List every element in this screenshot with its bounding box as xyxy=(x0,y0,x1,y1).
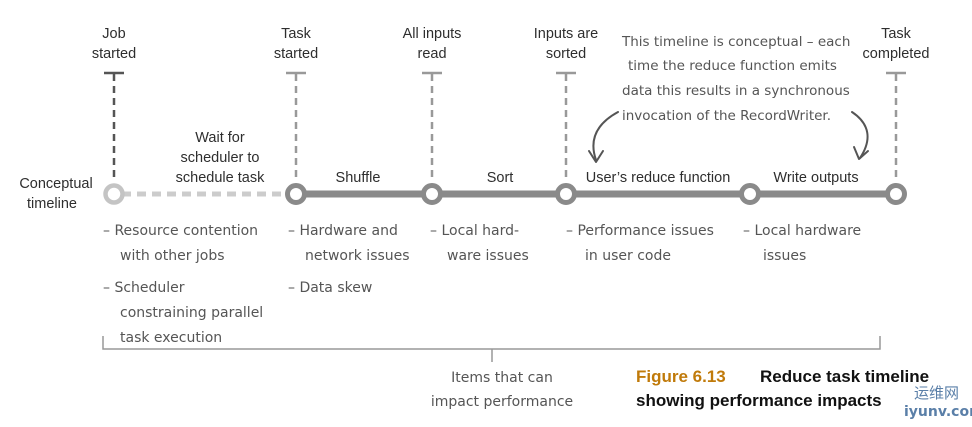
node-inputs-sorted xyxy=(555,183,577,205)
arrow-to-write xyxy=(851,111,869,160)
caption-figure-number: Figure 6.13 xyxy=(636,367,726,386)
milestone-task-completed-line1: Task xyxy=(881,26,912,42)
milestone-job-started-line1: Job xyxy=(102,26,125,42)
issue-local-hardware-write-line1: – Local hardware xyxy=(743,223,861,239)
segment-labels: Wait for scheduler to schedule task Shuf… xyxy=(176,130,859,186)
node-task-started xyxy=(285,183,307,205)
issue-local-hardware-write-line2: issues xyxy=(763,248,806,264)
issue-user-code-line2: in user code xyxy=(585,248,671,264)
tick-inputs-read xyxy=(422,71,442,180)
segment-wait-line1: Wait for xyxy=(195,130,245,146)
issue-hardware-network-line1: – Hardware and xyxy=(288,223,398,239)
issue-scheduler-line3: task execution xyxy=(120,330,222,346)
node-task-completed xyxy=(885,183,907,205)
issues-sort: – Local hard- ware issues xyxy=(430,223,529,264)
segment-reduce: User’s reduce function xyxy=(586,170,731,186)
issue-local-hardware-sort-line2: ware issues xyxy=(447,248,529,264)
timeline-label-line2: timeline xyxy=(27,196,77,212)
annotation-arrows xyxy=(588,111,869,163)
watermark-cn: 运维网 xyxy=(914,384,959,402)
issues-scheduling: – Resource contention with other jobs – … xyxy=(103,223,263,346)
issue-scheduler-line2: constraining parallel xyxy=(120,305,263,321)
milestone-job-started-line2: started xyxy=(92,46,136,62)
segment-write: Write outputs xyxy=(773,170,858,186)
tick-task-completed xyxy=(886,71,906,180)
issue-local-hardware-sort-line1: – Local hard- xyxy=(430,223,519,239)
timeline-label-line1: Conceptual xyxy=(19,176,92,192)
watermark: 运维网 iyunv.com xyxy=(904,384,972,420)
annotation-line3: data this results in a synchronous xyxy=(622,83,850,99)
milestone-labels: Job started Task started All inputs read… xyxy=(92,26,930,62)
issue-resource-contention-line1: – Resource contention xyxy=(103,223,258,239)
issue-resource-contention-line2: with other jobs xyxy=(120,248,225,264)
node-reduce-done xyxy=(739,183,761,205)
issues-write: – Local hardware issues xyxy=(743,223,861,264)
node-job-started xyxy=(103,183,125,205)
annotation-line4: invocation of the RecordWriter. xyxy=(622,108,831,124)
caption-title-line1: Reduce task timeline xyxy=(760,367,929,386)
milestone-inputs-read-line2: read xyxy=(417,46,446,62)
bracket-label-line2: impact performance xyxy=(431,394,573,410)
milestone-task-started-line2: started xyxy=(274,46,318,62)
segment-sort: Sort xyxy=(487,170,514,186)
tick-inputs-sorted xyxy=(556,71,576,180)
annotation-note: This timeline is conceptual – each time … xyxy=(621,34,850,124)
node-inputs-read xyxy=(421,183,443,205)
issue-hardware-network-line2: network issues xyxy=(305,248,410,264)
issues-bracket xyxy=(102,336,881,362)
milestone-inputs-sorted-line1: Inputs are xyxy=(534,26,599,42)
timeline-nodes xyxy=(103,183,907,205)
arrow-to-reduce xyxy=(588,111,619,163)
issue-scheduler-line1: – Scheduler xyxy=(103,280,185,296)
annotation-line2: time the reduce function emits xyxy=(628,58,837,74)
bracket-label-line1: Items that can xyxy=(451,370,553,386)
segment-wait-line3: schedule task xyxy=(176,170,265,186)
milestone-task-completed-line2: completed xyxy=(863,46,930,62)
segment-shuffle: Shuffle xyxy=(336,170,381,186)
tick-task-started xyxy=(286,71,306,180)
segment-wait-line2: scheduler to xyxy=(181,150,260,166)
tick-job-started xyxy=(104,71,124,180)
issue-user-code-line1: – Performance issues xyxy=(566,223,714,239)
milestone-inputs-read-line1: All inputs xyxy=(403,26,462,42)
annotation-line1: This timeline is conceptual – each xyxy=(621,34,850,50)
milestone-task-started-line1: Task xyxy=(281,26,312,42)
caption-title-line2: showing performance impacts xyxy=(636,391,882,410)
issues-shuffle: – Hardware and network issues – Data ske… xyxy=(288,223,410,296)
figure-caption: Figure 6.13 Reduce task timeline showing… xyxy=(636,367,929,410)
milestone-inputs-sorted-line2: sorted xyxy=(546,46,586,62)
milestone-ticks xyxy=(104,71,906,180)
issue-data-skew: – Data skew xyxy=(288,280,372,296)
issues-reduce: – Performance issues in user code xyxy=(566,223,714,264)
watermark-url: iyunv.com xyxy=(904,404,972,420)
